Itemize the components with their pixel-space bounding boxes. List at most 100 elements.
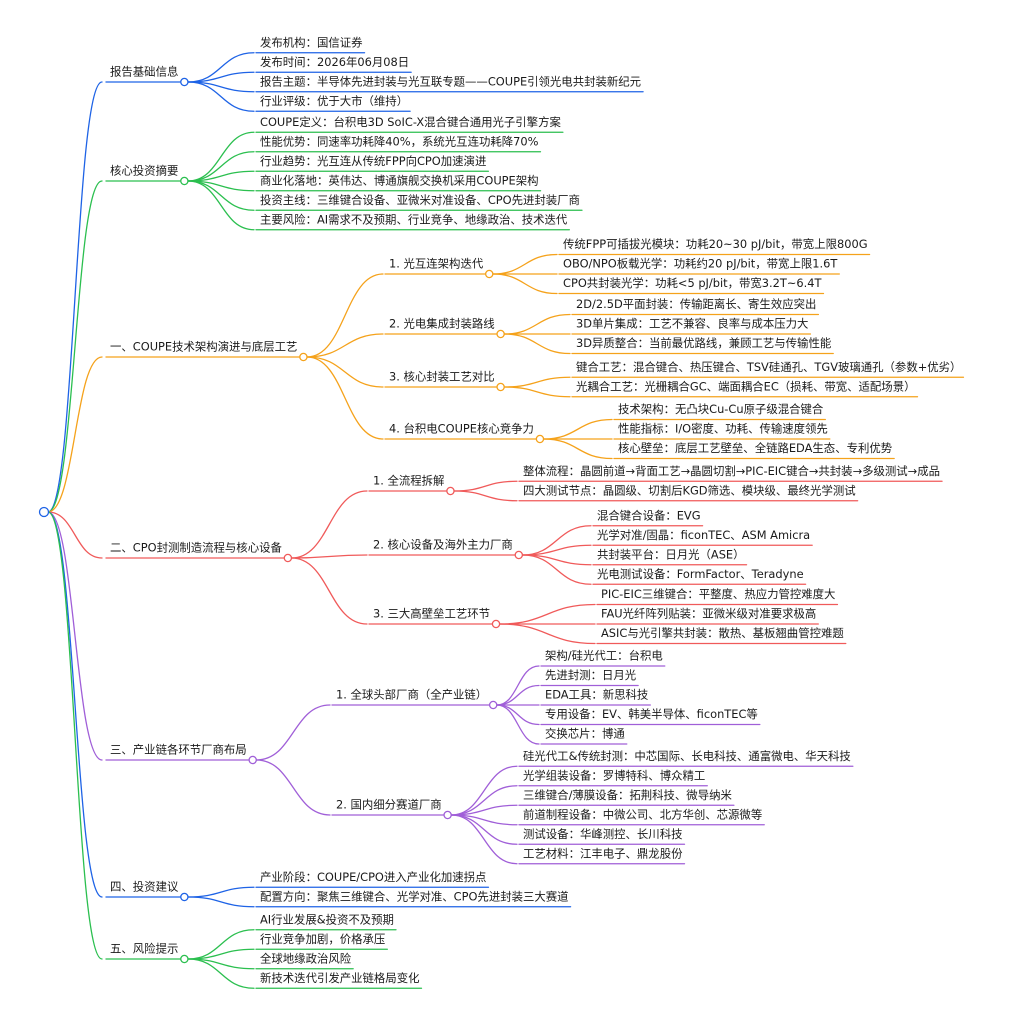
collapse-toggle[interactable] <box>496 329 505 339</box>
subtopic[interactable]: 1. 全球头部厂商（全产业链） <box>336 688 487 702</box>
collapse-toggle[interactable] <box>514 550 524 560</box>
leaf-topic[interactable]: 混合键合设备：EVG <box>597 508 701 522</box>
subtopic-connector <box>290 557 368 625</box>
leaf-topic[interactable]: 商业化落地：英伟达、博通旗舰交换机采用COUPE架构 <box>260 173 539 187</box>
leaf-topic[interactable]: OBO/NPO板载光学：功耗约20 pJ/bit，带宽上限1.6T <box>563 257 837 271</box>
branch-topic[interactable]: 报告基础信息 <box>110 65 178 79</box>
leaf-connector <box>492 273 558 295</box>
topic-nodes: 报告基础信息 发布机构：国信证券发布时间：2026年06月08日报告主题：半导体先… <box>105 35 965 989</box>
subtopic[interactable]: 2. 国内细分赛道厂商 <box>336 798 442 812</box>
leaf-topic[interactable]: 架构/硅光代工：台积电 <box>545 649 663 663</box>
leaf-topic[interactable]: 发布时间：2026年06月08日 <box>260 55 409 69</box>
leaf-topic[interactable]: PIC-EIC三维键合：平整度、热应力管控难度大 <box>601 587 835 601</box>
leaf-topic[interactable]: CPO共封装光学：功耗<5 pJ/bit，带宽3.2T~6.4T <box>563 276 822 290</box>
subtopic[interactable]: 3. 核心封装工艺对比 <box>389 370 495 384</box>
leaf-topic[interactable]: 交换芯片：博通 <box>545 727 625 741</box>
leaf-connector <box>187 180 255 231</box>
leaf-topic[interactable]: 专用设备：EV、韩美半导体、ficonTEC等 <box>545 707 758 721</box>
collapse-toggle[interactable] <box>446 486 455 496</box>
root-connector <box>47 511 103 960</box>
subtopic[interactable]: 4. 台积电COUPE核心竞争力 <box>389 422 534 436</box>
leaf-topic[interactable]: 工艺材料：江丰电子、鼎龙股份 <box>523 846 683 860</box>
leaf-connector <box>187 886 255 898</box>
collapse-toggle[interactable] <box>535 434 545 444</box>
leaf-topic[interactable]: 发布机构：国信证券 <box>260 35 363 49</box>
leaf-topic[interactable]: 投资主线：三维键合设备、亚微米对准设备、CPO先进封装厂商 <box>260 193 580 207</box>
leaf-topic[interactable]: 硅光代工&传统封测：中芯国际、长电科技、通富微电、华天科技 <box>523 749 851 763</box>
leaf-topic[interactable]: 配置方向：聚焦三维键合、光学对准、CPO先进封装三大赛道 <box>260 889 569 903</box>
root-node[interactable] <box>38 506 50 518</box>
subtopic[interactable]: 3. 三大高壁垒工艺环节 <box>373 607 490 621</box>
leaf-topic[interactable]: EDA工具：新思科技 <box>545 688 648 702</box>
leaf-connector <box>542 438 613 460</box>
leaf-topic[interactable]: 产业阶段：COUPE/CPO进入产业化加速拐点 <box>260 870 486 884</box>
leaf-connector <box>453 480 518 492</box>
subtopic[interactable]: 1. 全流程拆解 <box>373 474 444 488</box>
collapse-toggle[interactable] <box>496 382 505 392</box>
leaf-topic[interactable]: 2D/2.5D平面封装：传输距离长、寄生效应突出 <box>576 297 816 311</box>
leaf-topic[interactable]: 技术架构：无凸块Cu-Cu原子级混合键合 <box>618 402 824 416</box>
leaf-topic[interactable]: 测试设备：华峰测控、长川科技 <box>523 827 682 841</box>
leaf-topic[interactable]: 光电测试设备：FormFactor、Teradyne <box>597 567 804 581</box>
collapse-toggle[interactable] <box>488 700 498 710</box>
leaf-topic[interactable]: 共封装平台：日月光（ASE） <box>597 547 745 561</box>
leaf-topic[interactable]: 键合工艺：混合键合、热压键合、TSV硅通孔、TGV玻璃通孔（参数+优劣） <box>576 360 961 374</box>
leaf-topic[interactable]: 3D异质整合：当前最优路线，兼顾工艺与传输性能 <box>576 336 831 350</box>
leaf-topic[interactable]: 行业竞争加剧，价格承压 <box>260 932 385 946</box>
leaf-connector <box>450 765 518 816</box>
branch-topic[interactable]: 二、CPO封测制造流程与核心设备 <box>110 541 282 555</box>
subtopic-connector <box>290 490 368 559</box>
collapse-toggle[interactable] <box>180 954 189 964</box>
collapse-toggle[interactable] <box>248 755 257 765</box>
leaf-topic[interactable]: 光学对准/固晶：ficonTEC、ASM Amicra <box>597 528 810 542</box>
subtopic[interactable]: 1. 光互连架构迭代 <box>389 257 484 271</box>
leaf-topic[interactable]: 四大测试节点：晶圆级、切割后KGD筛选、模块级、最终光学测试 <box>523 483 856 497</box>
leaf-topic[interactable]: 光学组装设备：罗博特科、博众精工 <box>523 768 705 782</box>
root-connector <box>47 511 103 761</box>
collapse-toggle[interactable] <box>180 176 189 186</box>
leaf-connector <box>450 814 518 865</box>
leaf-topic[interactable]: 行业评级：优于大市（维持） <box>260 94 408 108</box>
collapse-toggle[interactable] <box>299 352 308 362</box>
leaf-topic[interactable]: 核心壁垒：底层工艺壁垒、全链路EDA生态、专利优势 <box>618 441 892 455</box>
leaf-topic[interactable]: 行业趋势：光互连从传统FPP向CPO加速演进 <box>260 154 486 168</box>
leaf-topic[interactable]: 光耦合工艺：光栅耦合GC、端面耦合EC（损耗、带宽、适配场景） <box>576 379 915 393</box>
branch-topic[interactable]: 四、投资建议 <box>110 880 179 894</box>
collapse-toggle[interactable] <box>180 892 189 902</box>
leaf-topic[interactable]: 整体流程：晶圆前道→背面工艺→晶圆切割→PIC-EIC键合→共封装→多级测试→成… <box>523 464 940 478</box>
leaf-topic[interactable]: 性能指标：I/O密度、功耗、传输速度领先 <box>618 422 828 436</box>
branch-topic[interactable]: 一、COUPE技术架构演进与底层工艺 <box>110 340 297 354</box>
subtopic-connector <box>290 554 368 559</box>
branch-topic[interactable]: 核心投资摘要 <box>110 164 178 178</box>
leaf-topic[interactable]: 报告主题：半导体先进封装与光互联专题——COUPE引领光电共封装新纪元 <box>260 74 641 88</box>
subtopic[interactable]: 2. 光电集成封装路线 <box>389 317 495 331</box>
branch-topic[interactable]: 三、产业链各环节厂商布局 <box>110 743 247 757</box>
leaf-topic[interactable]: 先进封测：日月光 <box>545 668 636 682</box>
leaf-connector <box>187 81 255 112</box>
leaf-topic[interactable]: 新技术迭代引发产业链格局变化 <box>260 971 419 985</box>
leaf-topic[interactable]: 全球地缘政治风险 <box>260 951 352 965</box>
leaf-topic[interactable]: ASIC与光引擎共封装：散热、基板翘曲管控难题 <box>601 626 844 640</box>
subtopic-connector <box>306 333 384 358</box>
collapse-toggle[interactable] <box>484 269 494 279</box>
collapse-toggle[interactable] <box>180 77 189 87</box>
subtopic-connector <box>306 356 384 388</box>
collapse-toggle[interactable] <box>283 553 293 563</box>
leaf-connector <box>496 704 540 726</box>
leaf-topic[interactable]: FAU光纤阵列贴装：亚微米级对准要求极高 <box>601 607 816 621</box>
leaf-topic[interactable]: AI行业发展&投资不及预期 <box>260 912 394 926</box>
root-connector <box>47 180 103 513</box>
collapse-toggle[interactable] <box>443 810 452 820</box>
leaf-topic[interactable]: 性能优势：同速率功耗降40%，系统光互连功耗降70% <box>260 134 539 148</box>
root-connector <box>47 511 103 559</box>
subtopic[interactable]: 2. 核心设备及海外主力厂商 <box>373 538 513 552</box>
leaf-topic[interactable]: 前道制程设备：中微公司、北方华创、芯源微等 <box>523 807 762 821</box>
branch-topic[interactable]: 五、风险提示 <box>110 942 178 956</box>
collapse-toggle[interactable] <box>491 619 501 629</box>
leaf-topic[interactable]: 3D单片集成：工艺不兼容、良率与成本压力大 <box>576 317 808 331</box>
leaf-topic[interactable]: 传统FPP可插拔光模块：功耗20~30 pJ/bit，带宽上限800G <box>563 237 868 251</box>
leaf-topic[interactable]: 主要风险：AI需求不及预期、行业竞争、地缘政治、技术迭代 <box>260 212 568 226</box>
leaf-topic[interactable]: COUPE定义：台积电3D SoIC-X混合键合通用光子引擎方案 <box>260 115 561 129</box>
leaf-topic[interactable]: 三维键合/薄膜设备：拓荆科技、微导纳米 <box>523 788 732 802</box>
